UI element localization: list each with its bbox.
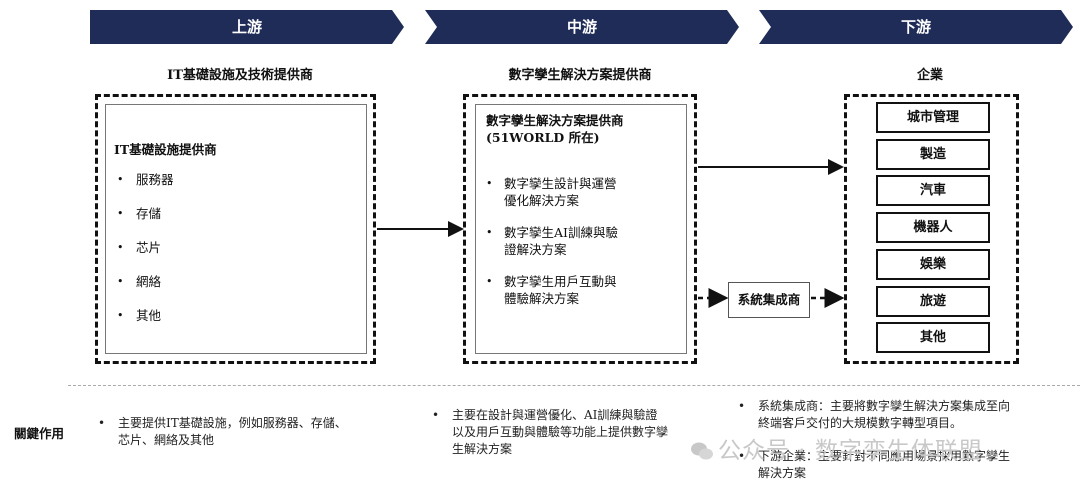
stage-subtitle-downstream: 企業 bbox=[916, 68, 943, 83]
list-item: 存儲 bbox=[114, 205, 174, 223]
stage-label-downstream: 下游 bbox=[900, 18, 931, 36]
list-item: • 數字孿生AI訓練與驗 證解決方案 bbox=[486, 224, 618, 258]
note-downstream-enterprises: • 下游企業：主要針對不同應用場景採用數字孿生 解決方案 bbox=[738, 448, 1068, 482]
segment-box: 其他 bbox=[876, 322, 990, 353]
list-item-line: 數字孿生AI訓練與驗 bbox=[504, 225, 618, 240]
upstream-title: IT基礎設施提供商 bbox=[114, 142, 217, 157]
list-item-line: 證解決方案 bbox=[504, 242, 567, 257]
section-divider bbox=[68, 385, 1080, 386]
midstream-inner-box: 數字孿生解決方案提供商 (51WORLD 所在) • 數字孿生設計與運營 優化解… bbox=[475, 104, 687, 354]
stage-banner-downstream: 下游 bbox=[759, 10, 1073, 44]
list-item-line: 體驗解決方案 bbox=[504, 291, 580, 306]
list-item-line: 數字孿生設計與運營 bbox=[504, 176, 617, 191]
stage-subtitle-midstream: 數字孿生解決方案提供商 bbox=[508, 68, 652, 83]
note-integrator: • 系統集成商：主要將數字孿生解決方案集成至向 終端客戶交付的大規模數字轉型項目… bbox=[738, 398, 1068, 432]
bullet-dot: • bbox=[486, 226, 493, 239]
stage-subtitle-upstream: IT基礎設施及技術提供商 bbox=[167, 68, 313, 83]
bullet-dot: • bbox=[486, 177, 493, 190]
list-item-line: 優化解決方案 bbox=[504, 193, 580, 208]
segment-box: 機器人 bbox=[876, 212, 990, 243]
list-item: 網絡 bbox=[114, 273, 174, 291]
bullet-dot: • bbox=[98, 416, 106, 430]
downstream-dashed-box bbox=[844, 94, 1019, 364]
note-line: 系統集成商：主要將數字孿生解決方案集成至向 bbox=[758, 399, 1011, 413]
bullet-dot: • bbox=[738, 399, 746, 413]
segment-box: 城市管理 bbox=[876, 102, 990, 133]
list-item: 芯片 bbox=[114, 239, 174, 257]
bullet-dot: • bbox=[486, 275, 493, 288]
list-item: • 數字孿生用戶互動與 體驗解決方案 bbox=[486, 273, 617, 307]
upstream-item-list: 服務器 存儲 芯片 網絡 其他 bbox=[114, 171, 174, 325]
stage-banner-midstream: 中游 bbox=[425, 10, 739, 44]
note-line: 主要在設計與運營優化、AI訓練與驗證 bbox=[452, 408, 658, 422]
note-midstream: • 主要在設計與運營優化、AI訓練與驗證 以及用戶互動與體驗等功能上提供數字孿 … bbox=[432, 407, 712, 458]
bullet-dot: • bbox=[738, 449, 746, 463]
stage-banner-upstream: 上游 bbox=[90, 10, 404, 44]
note-line: 解決方案 bbox=[758, 466, 807, 480]
stage-label-upstream: 上游 bbox=[231, 18, 262, 36]
note-line: 芯片、網絡及其他 bbox=[118, 433, 215, 447]
upstream-inner-box: IT基礎設施提供商 服務器 存儲 芯片 網絡 其他 bbox=[105, 104, 367, 354]
midstream-title: 數字孿生解決方案提供商 bbox=[486, 113, 624, 128]
midstream-dashed-box bbox=[463, 94, 697, 364]
watermark: 公众号 · 数字孪生体联盟 bbox=[690, 431, 983, 465]
segment-box: 汽車 bbox=[876, 175, 990, 206]
note-line: 終端客戶交付的大規模數字轉型項目。 bbox=[758, 416, 963, 430]
list-item: 服務器 bbox=[114, 171, 174, 189]
note-upstream: • 主要提供IT基礎設施，例如服務器、存儲、 芯片、網絡及其他 bbox=[98, 415, 388, 449]
segment-box: 娛樂 bbox=[876, 249, 990, 280]
note-line: 生解決方案 bbox=[452, 442, 513, 456]
note-line: 以及用戶互動與體驗等功能上提供數字孿 bbox=[452, 425, 669, 439]
system-integrator-box: 系統集成商 bbox=[728, 282, 810, 318]
bullet-dot: • bbox=[432, 408, 440, 422]
segment-box: 旅遊 bbox=[876, 286, 990, 317]
note-line: 主要提供IT基礎設施，例如服務器、存儲、 bbox=[118, 416, 347, 430]
list-item-line: 數字孿生用戶互動與 bbox=[504, 274, 617, 289]
upstream-dashed-box bbox=[95, 94, 376, 364]
segment-box: 製造 bbox=[876, 139, 990, 170]
midstream-location-note: (51WORLD 所在) bbox=[486, 130, 600, 145]
list-item: • 數字孿生設計與運營 優化解決方案 bbox=[486, 175, 617, 209]
key-role-label: 關鍵作用 bbox=[14, 426, 65, 441]
wechat-icon bbox=[691, 442, 713, 460]
note-line: 下游企業：主要針對不同應用場景採用數字孿生 bbox=[758, 449, 1011, 463]
watermark-text: 公众号 · 数字孪生体联盟 bbox=[718, 438, 983, 464]
list-item: 其他 bbox=[114, 307, 174, 325]
stage-label-midstream: 中游 bbox=[566, 18, 597, 36]
chevron-banner-shape bbox=[759, 10, 1073, 44]
chevron-banner-shape bbox=[425, 10, 739, 44]
chevron-banner-shape bbox=[90, 10, 404, 44]
